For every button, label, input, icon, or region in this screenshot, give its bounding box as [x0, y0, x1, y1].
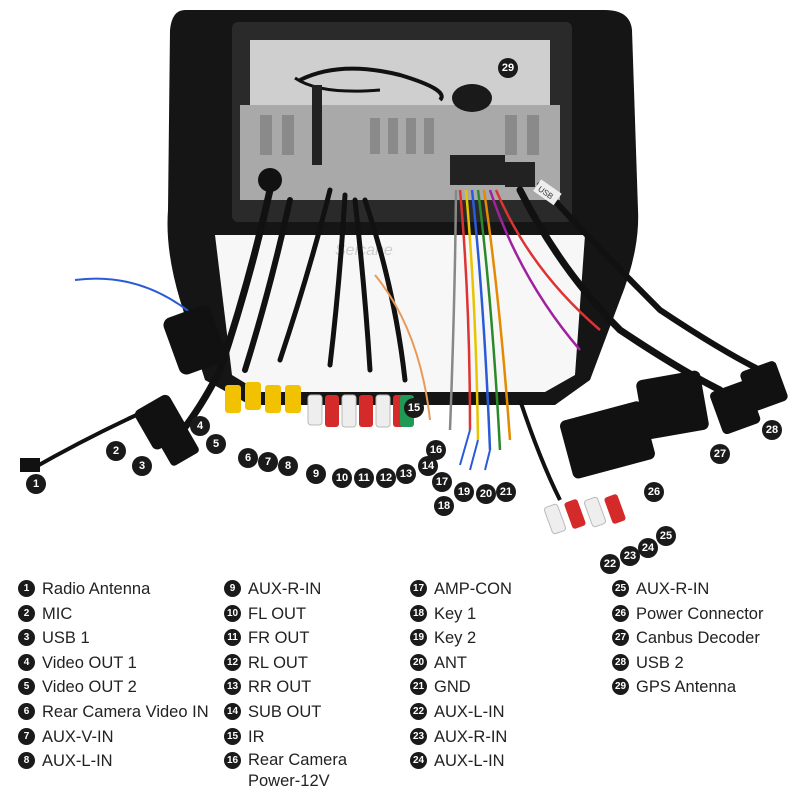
legend-label: Key 1	[434, 604, 477, 623]
legend-number: 29	[612, 678, 629, 696]
badge-5: 5	[206, 434, 226, 454]
legend-label: GPS Antenna	[636, 678, 736, 697]
legend-label: RR OUT	[248, 678, 312, 697]
legend-number: 17	[410, 580, 427, 597]
badge-29: 29	[498, 58, 518, 78]
legend-number: 4	[18, 653, 35, 671]
badge-9: 9	[306, 464, 326, 484]
legend-number: 11	[224, 629, 241, 647]
legend-label: FR OUT	[248, 629, 310, 648]
canbus-decoder	[636, 370, 709, 440]
legend-label: Rear Camera Power-12V	[248, 751, 348, 791]
badge-21: 21	[496, 482, 516, 502]
legend-label: Key 2	[434, 629, 477, 648]
legend-number: 8	[18, 752, 35, 770]
legend-label: Canbus Decoder	[636, 629, 760, 648]
legend-label: AUX-L-IN	[42, 752, 113, 771]
legend-number: 23	[410, 727, 427, 745]
legend-number: 27	[612, 629, 629, 647]
legend-number: 13	[224, 678, 241, 696]
legend-label: Video OUT 2	[42, 678, 137, 697]
legend-label: IR	[248, 727, 265, 746]
legend-label: AUX-R-IN	[434, 727, 508, 746]
power-connector	[560, 401, 655, 479]
badge-7: 7	[258, 452, 278, 472]
legend-label: GND	[434, 678, 471, 697]
legend-number: 26	[612, 604, 629, 622]
badge-4: 4	[190, 416, 210, 436]
legend-number: 12	[224, 653, 241, 671]
legend-number: 24	[410, 752, 427, 770]
badge-10: 10	[332, 468, 352, 488]
badge-8: 8	[278, 456, 298, 476]
badge-1: 1	[26, 474, 46, 494]
legend-number: 19	[410, 629, 427, 647]
legend-number: 7	[18, 727, 35, 745]
badge-26: 26	[644, 482, 664, 502]
legend-label: RL OUT	[248, 653, 308, 672]
badge-12: 12	[376, 468, 396, 488]
badge-6: 6	[238, 448, 258, 468]
legend-number: 20	[410, 653, 427, 671]
chassis-vents	[260, 115, 539, 155]
legend-number: 14	[224, 702, 241, 720]
legend-label: AUX-L-IN	[434, 702, 505, 721]
badge-13: 13	[396, 464, 416, 484]
legend-label: Video OUT 1	[42, 653, 137, 672]
legend-number: 28	[612, 653, 629, 671]
legend-label: Radio Antenna	[42, 580, 151, 598]
product-photo: Seicane	[20, 10, 788, 535]
badge-25: 25	[656, 526, 676, 546]
legend-number: 9	[224, 580, 241, 597]
legend-number: 16	[224, 752, 241, 770]
badge-23: 23	[620, 546, 640, 566]
badge-15: 15	[404, 398, 424, 418]
badge-14: 14	[418, 456, 438, 476]
badge-18: 18	[434, 496, 454, 516]
legend-number: 1	[18, 580, 35, 597]
legend-number: 10	[224, 604, 241, 622]
badge-3: 3	[132, 456, 152, 476]
legend-label: Rear Camera Video IN	[42, 702, 209, 721]
legend-label: USB 2	[636, 653, 684, 672]
badge-27: 27	[710, 444, 730, 464]
badge-16: 16	[426, 440, 446, 460]
legend-label: USB 1	[42, 629, 90, 648]
legend-number: 21	[410, 678, 427, 696]
legend-label: AUX-R-IN	[636, 580, 710, 598]
legend-label: SUB OUT	[248, 702, 322, 721]
badge-22: 22	[600, 554, 620, 574]
legend-number: 2	[18, 604, 35, 622]
legend-label: AUX-R-IN	[248, 580, 322, 598]
legend-label: AMP-CON	[434, 580, 512, 598]
legend-number: 22	[410, 702, 427, 720]
badge-24: 24	[638, 538, 658, 558]
badge-17: 17	[432, 472, 452, 492]
legend-number: 18	[410, 604, 427, 622]
badge-19: 19	[454, 482, 474, 502]
badge-11: 11	[354, 468, 374, 488]
gps-antenna-puck	[452, 84, 492, 112]
badge-28: 28	[762, 420, 782, 440]
badge-20: 20	[476, 484, 496, 504]
badge-2: 2	[106, 441, 126, 461]
legend-number: 5	[18, 678, 35, 696]
legend-label: AUX-V-IN	[42, 727, 114, 746]
legend-number: 25	[612, 580, 629, 597]
legend-label: AUX-L-IN	[434, 752, 505, 771]
legend-label: ANT	[434, 653, 467, 672]
legend-label: FL OUT	[248, 604, 307, 623]
legend-number: 6	[18, 702, 35, 720]
legend-label: Power Connector	[636, 604, 764, 623]
legend-number: 15	[224, 727, 241, 745]
legend-label: MIC	[42, 604, 73, 623]
legend-number: 3	[18, 629, 35, 647]
